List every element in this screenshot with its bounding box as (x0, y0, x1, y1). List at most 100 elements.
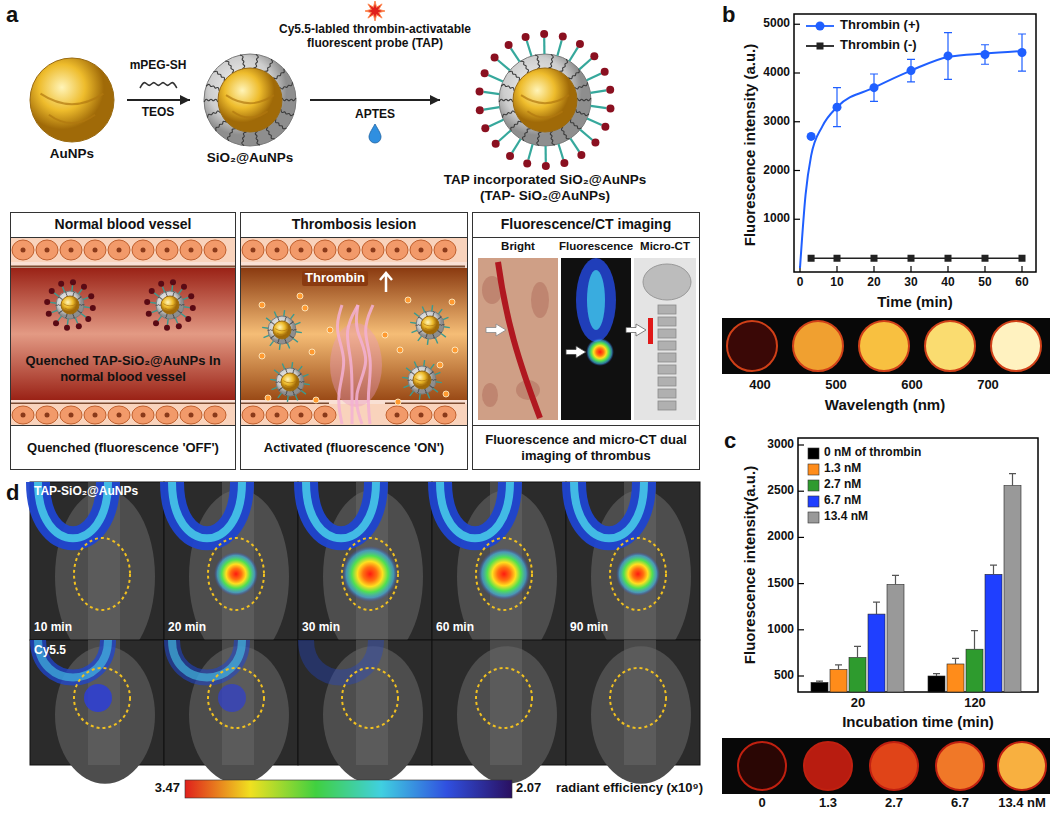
peg-chain (522, 129, 530, 141)
control-marker (834, 255, 841, 262)
probe-linker (569, 47, 577, 61)
fibrin-strand (366, 305, 373, 424)
probe-linker (293, 339, 298, 343)
error-bar (933, 674, 940, 676)
probe-linker (441, 334, 446, 338)
cell-nucleus (323, 248, 328, 253)
sample-well (936, 742, 984, 790)
endothelium-band (11, 404, 235, 426)
probe-linker (435, 338, 437, 344)
axis-title: Time (min) (877, 293, 953, 310)
endothelial-cell (156, 406, 178, 424)
background-signal (172, 482, 242, 538)
probe-linker (528, 144, 532, 159)
peg-chain (207, 111, 220, 118)
color-scale-bar (185, 780, 512, 798)
endothelial-cell (204, 240, 226, 260)
cy55-dye (46, 311, 52, 317)
fluorescence-image (164, 482, 298, 664)
probe-linker (427, 393, 429, 399)
in-vivo-images (30, 482, 700, 798)
silica-shell (156, 291, 184, 319)
roi-outline (610, 538, 666, 610)
peg-chain (278, 374, 282, 378)
synthesis-scheme (30, 1, 614, 170)
probe-linker (52, 310, 58, 312)
axis-tick: 20 (851, 696, 865, 711)
gold-core (281, 373, 299, 391)
tissue-spot (531, 282, 549, 318)
cell-nucleus (93, 413, 98, 418)
axis-tick (798, 629, 804, 630)
peg-chain (418, 317, 422, 321)
peg-chain (240, 55, 245, 69)
particle-node: AuNPs (17, 58, 127, 162)
probe-linker (412, 330, 418, 332)
cy55-dye (481, 124, 489, 132)
silica-shell (204, 54, 296, 146)
background-signal (440, 482, 510, 538)
peg-chain (266, 127, 274, 139)
probe-linker (299, 366, 303, 371)
probe-linker (270, 341, 274, 346)
probe-linker (433, 389, 438, 393)
probe-linker (283, 310, 285, 316)
probe-linker (419, 394, 421, 400)
fibrin-strand (337, 305, 343, 424)
axis-tick: 10 (830, 276, 843, 290)
particle-node: TAP incorporated SiO₂@AuNPs (TAP- SiO₂@A… (440, 32, 650, 203)
plot-frame (798, 438, 1038, 692)
legend-text: 0 nM of thrombin (824, 446, 921, 460)
peg-chain (286, 391, 289, 396)
legend-entry (806, 22, 834, 31)
image-label: Cy5.5 (34, 644, 66, 658)
error-bar (990, 565, 997, 574)
cy55-dye (540, 30, 548, 38)
endothelial-cell (386, 240, 408, 260)
probe-linker (435, 372, 441, 374)
probe-linker (264, 335, 270, 337)
fluorescence-signal (587, 270, 605, 330)
cell-nucleus (45, 413, 50, 418)
peg-chain (537, 132, 542, 146)
colorbar-value: 3.47 (155, 781, 180, 796)
fluorescence-image (298, 640, 432, 784)
axis-tick: 3000 (763, 115, 790, 129)
cell-nucleus (141, 248, 146, 253)
peg-chain (535, 55, 540, 69)
legend-swatch (808, 464, 819, 475)
peg-chain (270, 322, 274, 326)
peg-chain (275, 119, 286, 129)
probe-linker (58, 316, 62, 321)
pointer-arrow (486, 324, 506, 336)
released-dye (395, 399, 401, 405)
outcome-box: Quenched (fluorescence 'OFF') (11, 425, 235, 469)
peg-chain (561, 127, 569, 139)
sample-well (727, 321, 777, 371)
outcome-box: Activated (fluorescence 'ON') (241, 425, 467, 469)
cy55-dye (476, 106, 484, 114)
probe-linker (414, 362, 416, 368)
probe-linker (418, 336, 422, 341)
axis-tick: 1000 (763, 212, 790, 226)
released-dye (302, 305, 308, 311)
probe-linker (580, 130, 592, 140)
gold-core (61, 296, 79, 314)
cell-nucleus (299, 413, 304, 418)
error-bar (952, 658, 959, 664)
probe-linker (262, 327, 268, 329)
probe-linker (282, 364, 284, 370)
legend-text: 2.7 nM (824, 478, 861, 492)
cy55-dye (522, 33, 530, 41)
endothelium-band (241, 404, 467, 426)
cy55-dye (506, 152, 514, 160)
released-dye (397, 347, 403, 353)
legend-text: Thrombin (-) (840, 38, 917, 53)
cy55-dye (90, 305, 96, 311)
axis-tick: 500 (825, 378, 847, 393)
cy55-dye (164, 325, 170, 331)
probe-linker (499, 131, 511, 142)
probe-linker (272, 387, 278, 389)
probe-linker (54, 293, 59, 297)
error-bar (816, 681, 823, 682)
